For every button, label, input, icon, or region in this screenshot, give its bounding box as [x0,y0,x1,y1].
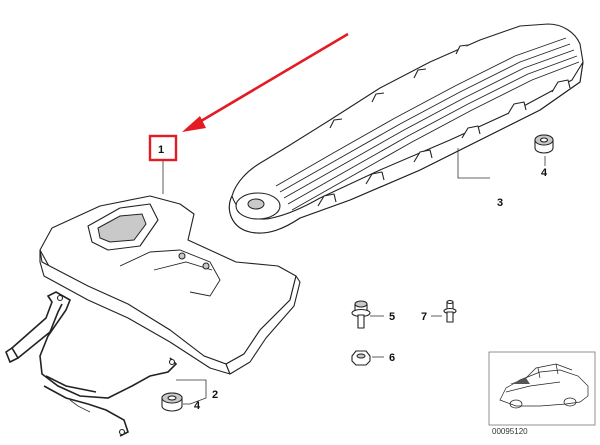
car-outline-icon [499,363,589,409]
callout-1: 1 [158,144,164,156]
diagram-reference-number: 00095120 [492,427,528,436]
cover-1-hole-b [202,262,210,270]
grommet-part-4-upper[interactable] [534,134,554,154]
callout-4-lower: 4 [194,400,201,412]
cover-mounting-tabs [317,44,571,207]
cover-oval-boss [247,198,265,210]
bracket-part-2[interactable] [5,291,178,437]
callout-3: 3 [497,197,503,209]
bolt-part-5[interactable] [351,300,371,329]
nut-part-6[interactable] [351,350,371,366]
car-thumbnail-inset: 00095120 [488,351,596,436]
grommet-part-4-lower[interactable] [161,392,183,412]
stud-part-7[interactable] [443,299,457,323]
red-arrow [182,32,349,132]
cover-ribs [275,37,580,211]
callout-1-highlight-box [148,134,178,162]
callout-2: 2 [212,389,218,401]
callout-6: 6 [389,352,395,364]
cover-part-1[interactable] [39,195,301,375]
engine-cover-part-3[interactable] [228,23,584,234]
leader-lines [162,148,546,405]
callout-7: 7 [421,311,427,323]
callout-4-upper: 4 [541,167,548,179]
callout-5: 5 [389,311,395,323]
cover-1-pad-recess [97,213,147,243]
cover-1-hole-a [178,252,186,260]
